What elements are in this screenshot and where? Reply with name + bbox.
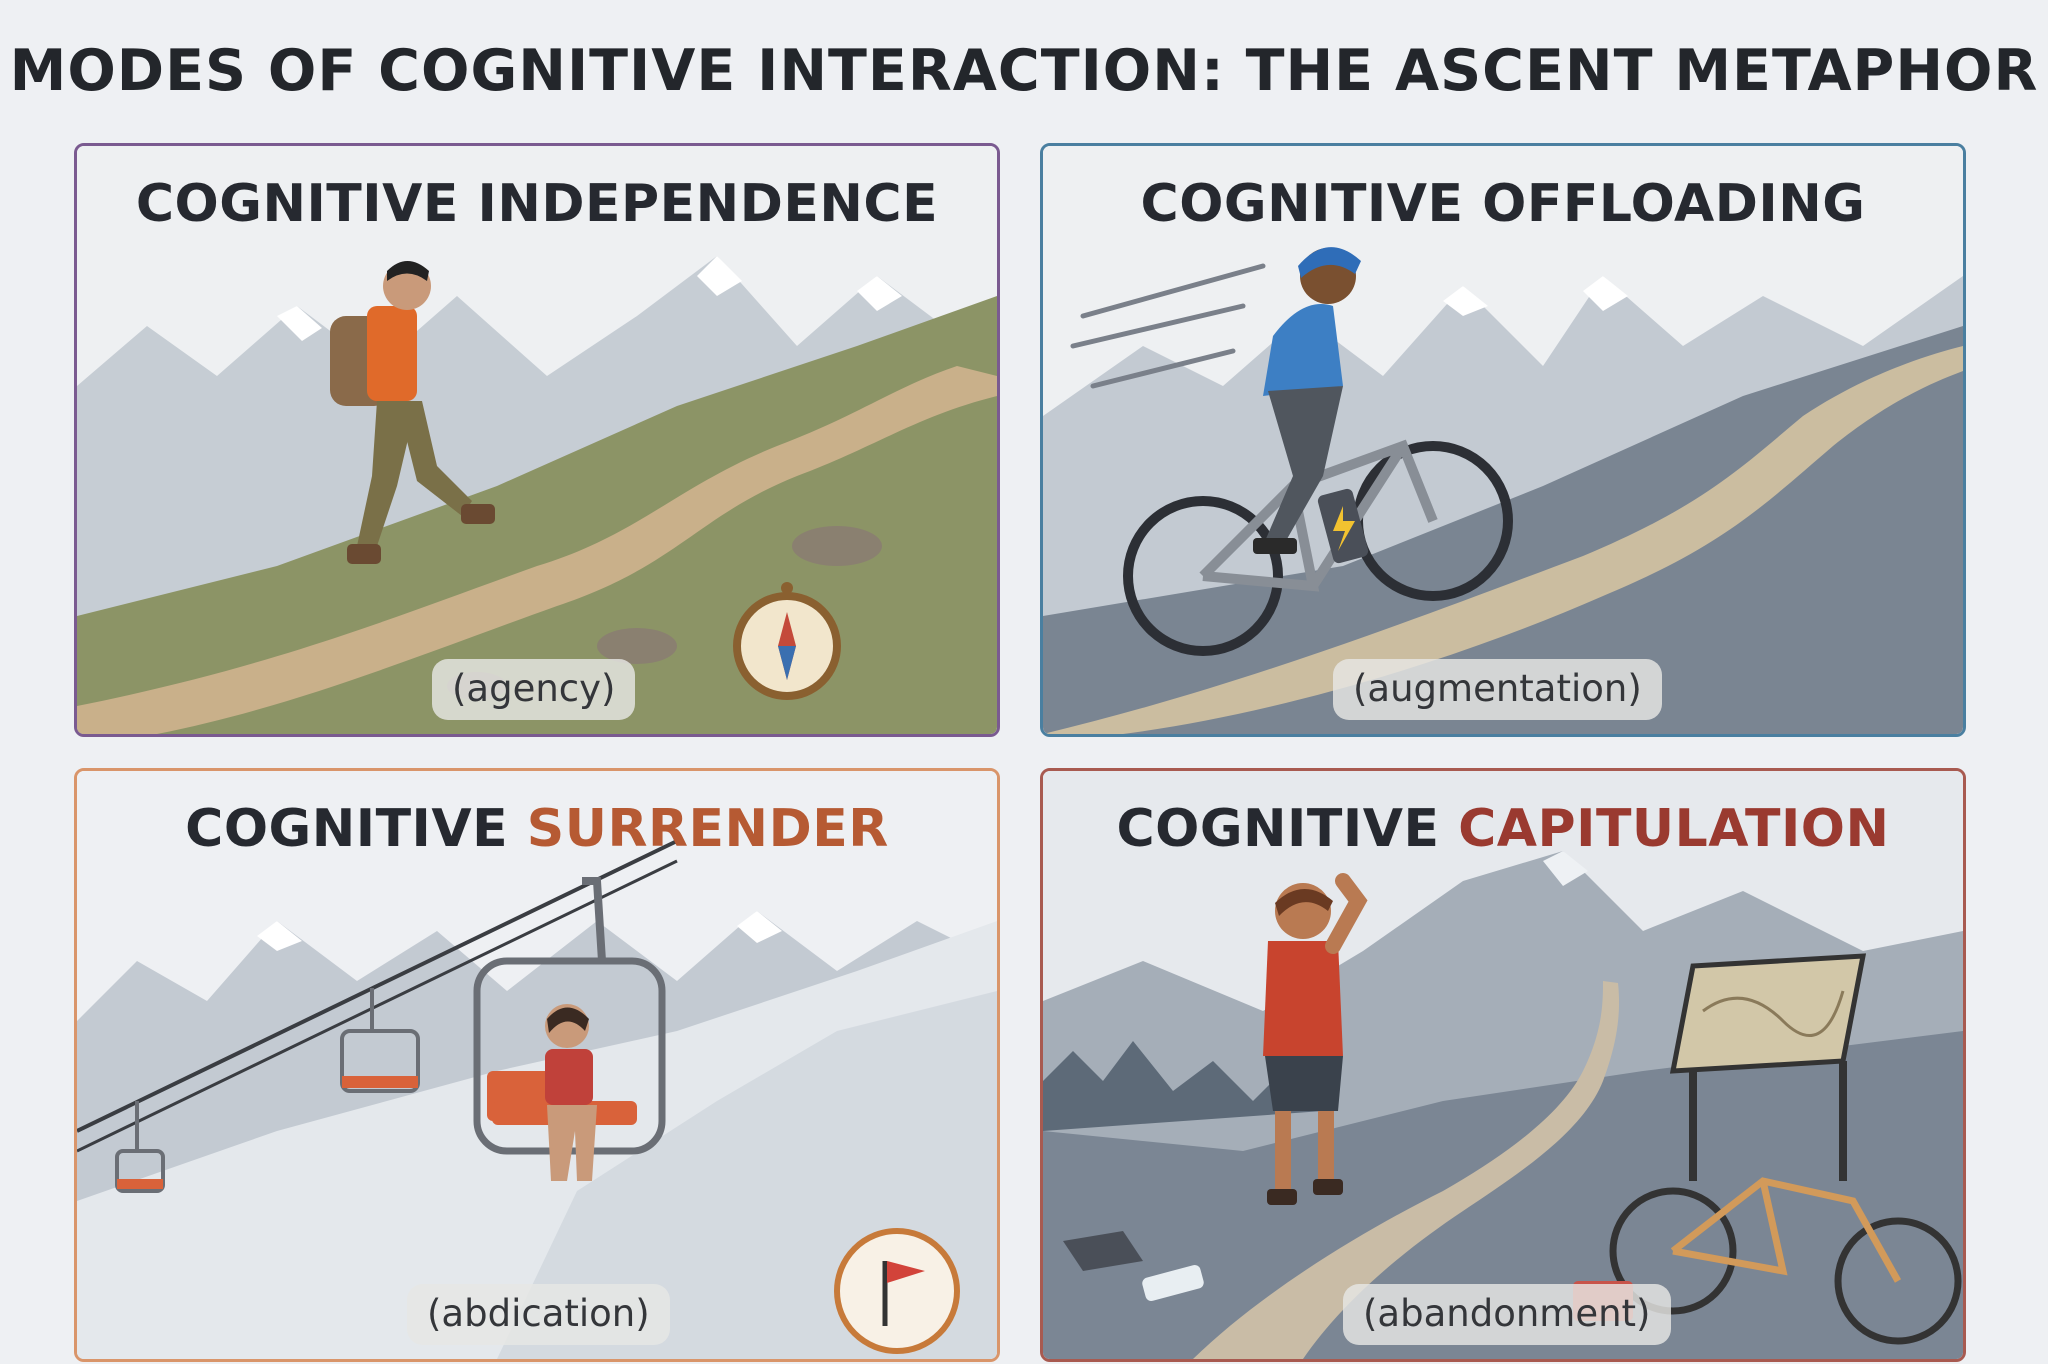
panel-cognitive-offloading: COGNITIVE OFFLOADING (augmentation) (1040, 143, 1966, 737)
hiker-figure (330, 261, 495, 564)
small-chair (115, 988, 420, 1193)
abandoned-bike (1609, 1177, 1962, 1345)
caption: (abandonment) (1343, 1284, 1671, 1345)
lift-cable (77, 839, 678, 1133)
abandonment-illustration (1043, 771, 1963, 1359)
caption: (augmentation) (1333, 659, 1662, 720)
e-bike (1123, 439, 1513, 656)
panel-title: COGNITIVE INDEPENDENCE (135, 174, 939, 234)
panel-cognitive-capitulation: COGNITIVE CAPITULATION (abandonment) (1040, 768, 1966, 1362)
flag-icon (834, 1228, 960, 1354)
cyclist-illustration (1043, 146, 1963, 734)
trail-map-sign (1669, 953, 1867, 1181)
hiker-illustration (77, 146, 997, 734)
forest-ridge (1043, 1041, 1323, 1131)
panel-cognitive-independence: COGNITIVE INDEPENDENCE (agency) (74, 143, 1000, 737)
chairlift-illustration (77, 771, 997, 1359)
main-title: MODES OF COGNITIVE INTERACTION: THE ASCE… (9, 38, 2039, 104)
panel-title: COGNITIVE OFFLOADING (1140, 174, 1866, 234)
panel-cognitive-surrender: COGNITIVE SURRENDER (abdication) (74, 768, 1000, 1362)
cyclist-figure (1253, 247, 1361, 554)
panel-title: COGNITIVE SURRENDER (185, 799, 889, 859)
panel-title: COGNITIVE CAPITULATION (1116, 799, 1890, 859)
frustrated-person (1263, 873, 1368, 1205)
trail-path (1043, 346, 1963, 734)
caption: (abdication) (407, 1284, 670, 1345)
caption: (agency) (432, 659, 636, 720)
main-chair (473, 877, 666, 1181)
compass-icon (733, 582, 841, 700)
rocky-ground (1043, 1031, 1963, 1359)
trail-path (77, 366, 997, 734)
